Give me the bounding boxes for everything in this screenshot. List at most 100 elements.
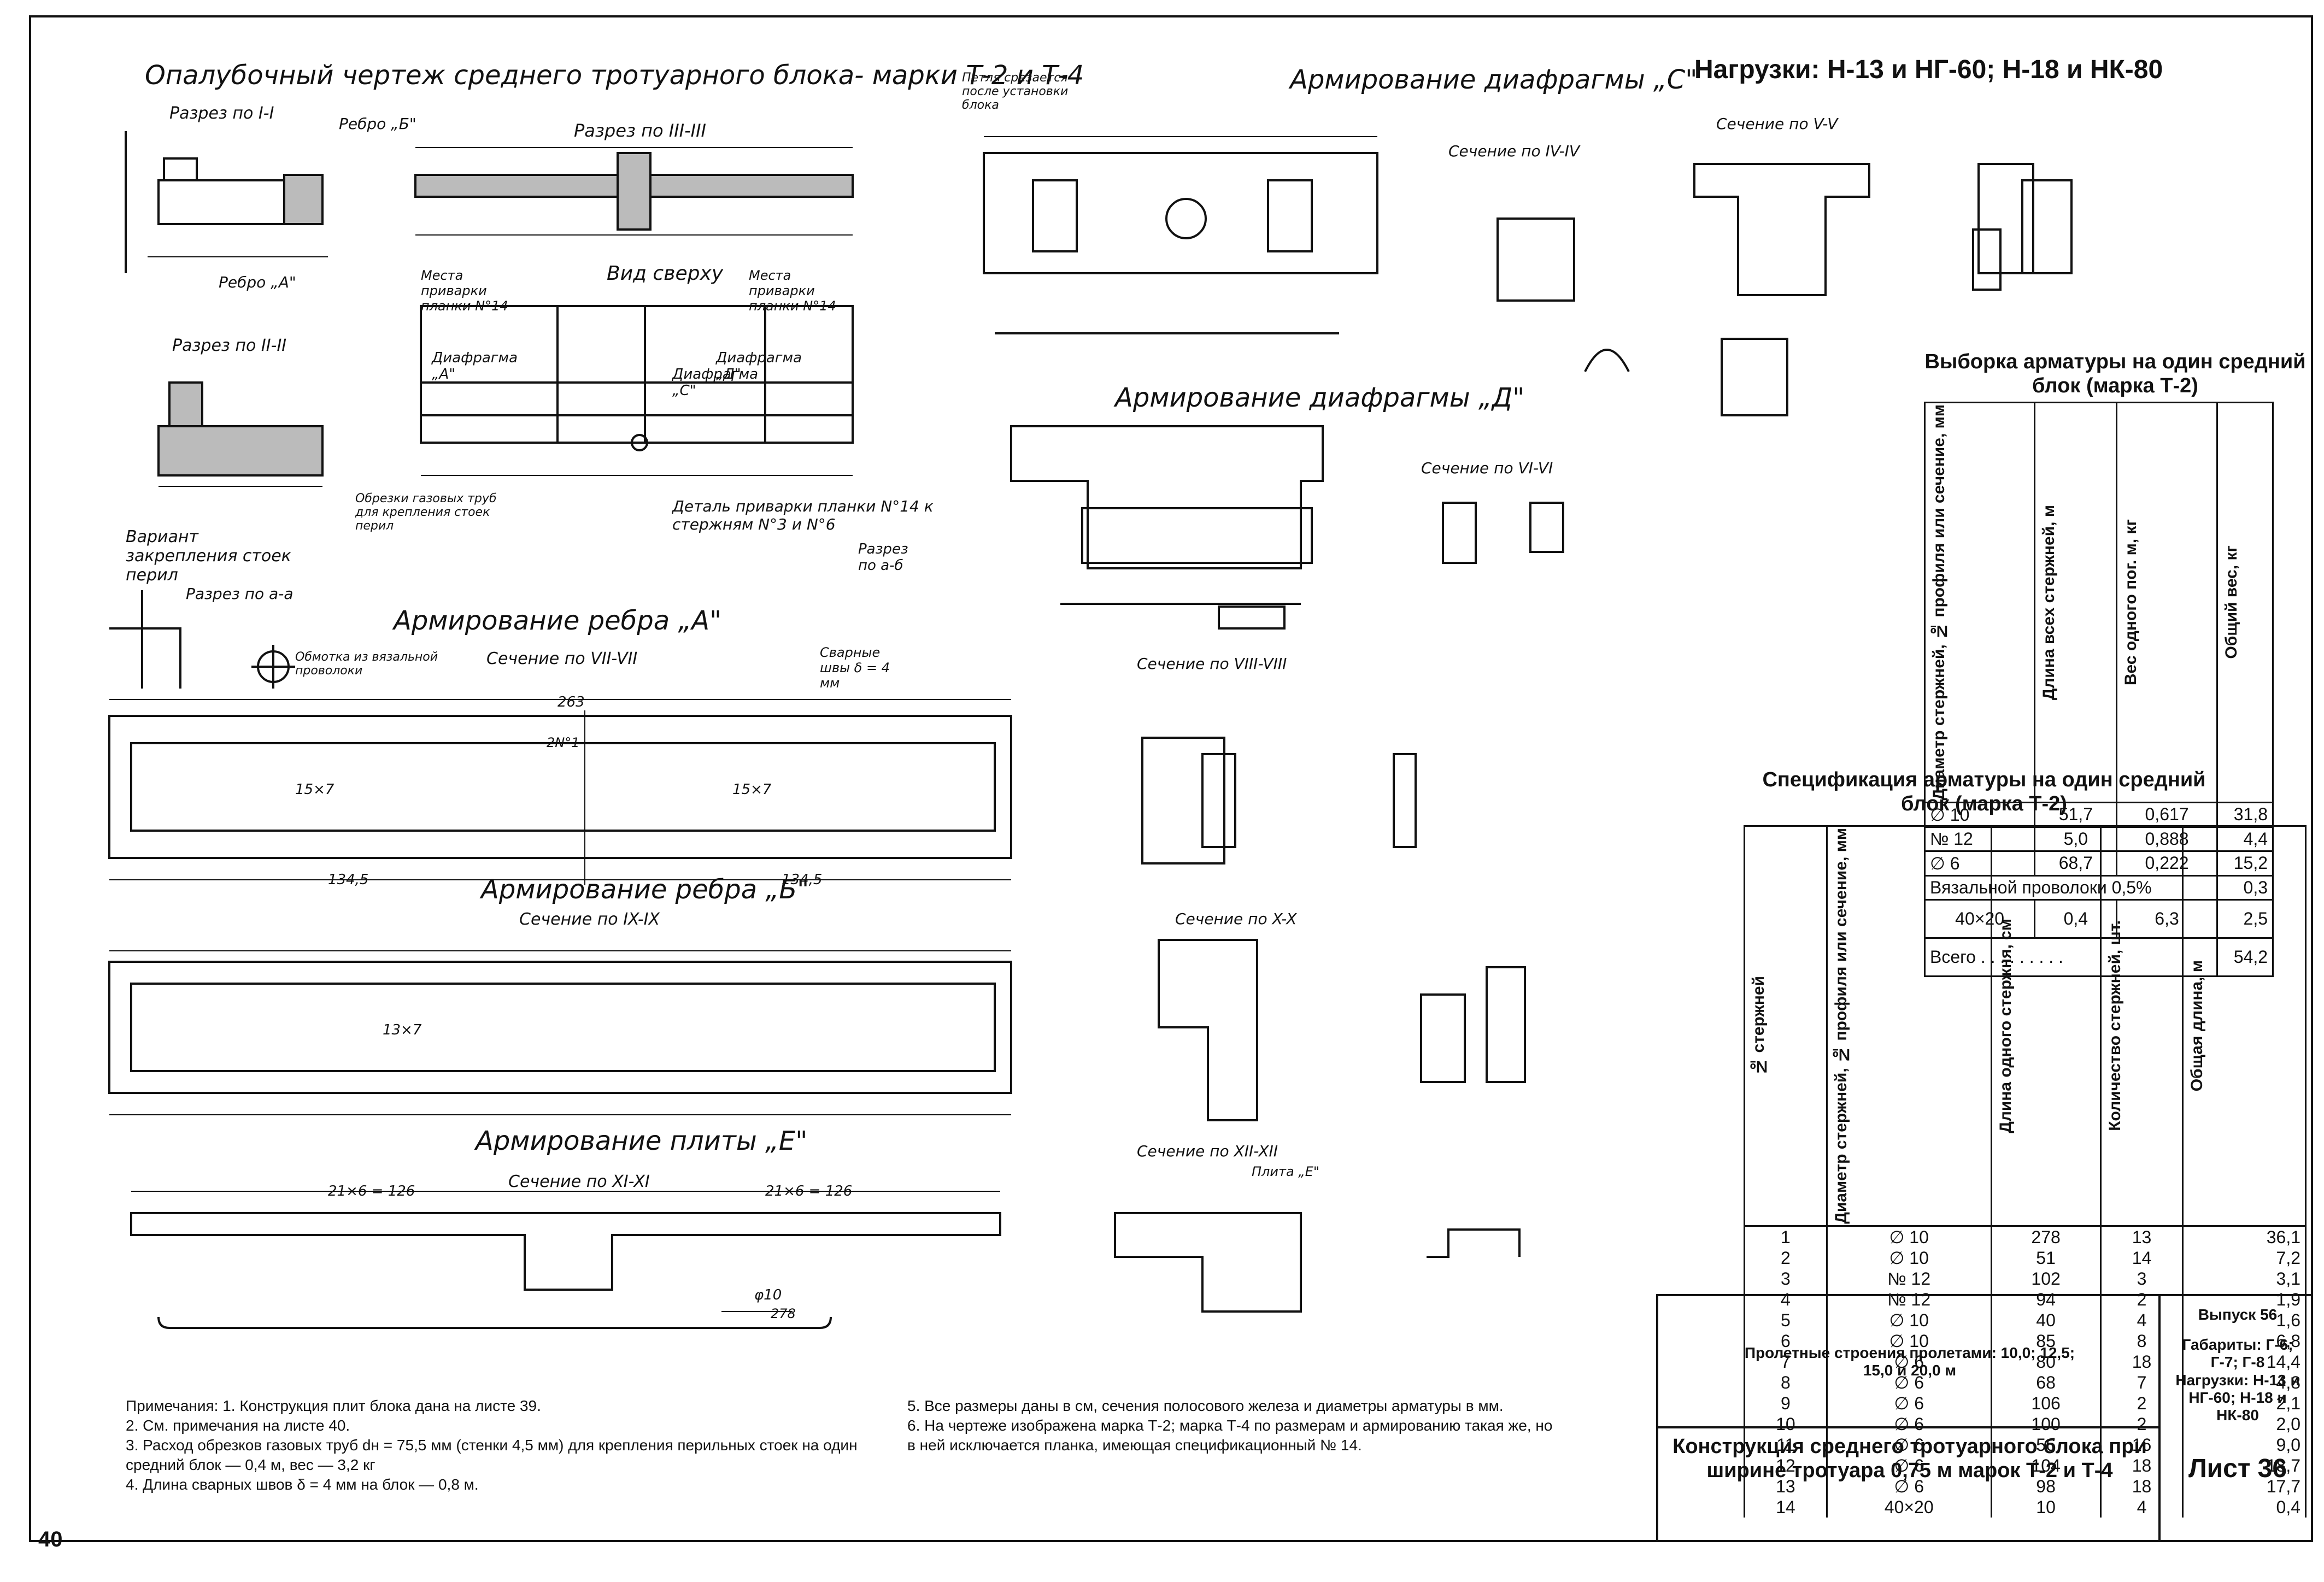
spec-cell: 4 [2099,1496,2184,1518]
section-3-label: Разрез по III-III [574,120,706,141]
variant-drawing [109,590,295,689]
spec-cell: 9 [1744,1392,1828,1414]
bar-1-length: 278 [771,1306,796,1321]
spec-cell: 68 [1990,1372,2102,1393]
formwork-heading: Опалубочный чертеж среднего тротуарного … [145,60,1084,91]
loads-heading: Нагрузки: Н-13 и НГ-60; Н-18 и НК-80 [1694,55,2163,84]
block-name: Конструкция среднего тротуарного блока п… [1672,1435,2147,1482]
spec-cell: 14,4 [2182,1351,2307,1372]
notes-right: 5. Все размеры даны в см, сечения полосо… [907,1396,1563,1455]
note-6: 6. На чертеже изображена марка Т-2; марк… [907,1417,1553,1454]
note-3: 3. Расход обрезков газовых труб dн = 75,… [126,1437,858,1473]
rib-b-label: Ребро „Б" [339,115,416,133]
spec-cell: 3 [1744,1268,1828,1289]
title-block: Пролетные строения пролетами: 10,0; 12,5… [1656,1295,2314,1541]
section-4-drawing [1496,217,1630,372]
spec-cell: 8 [2099,1330,2184,1351]
section-1-drawing [125,131,328,273]
section-5-label: Сечение по V-V [1716,115,1838,133]
spec-cell: 11 [1744,1434,1828,1455]
spec-col-length: Длина одного стержня, см [1990,825,2102,1227]
note-2: 2. См. примечания на листе 40. [126,1417,350,1434]
diaphragm-d-label: Диафрагма „Д" [716,350,802,383]
spans-text: Пролетные строения пролетами: 10,0; 12,5… [1744,1344,2075,1379]
section-2-label: Разрез по II-II [172,336,287,355]
plate-e-heading: Армирование плиты „Е" [476,1126,808,1156]
spec-cell: 2,0 [2182,1413,2307,1434]
section-11-label: Сечение по XI-XI [508,1172,650,1191]
spacing-15x7-left: 15×7 [295,781,334,798]
spec-cell: 9,0 [2182,1434,2307,1455]
spec-cell: 85 [1990,1330,2102,1351]
spec-cell: 18 [2099,1351,2184,1372]
diaphragm-a-label: Диафрагма „А" [432,350,518,383]
bar-1-dia: φ10 [754,1287,782,1303]
diaphragm-d-drawing [1010,425,1324,630]
spacing-15x7-right: 15×7 [732,781,772,798]
spec-cell: 106 [1990,1392,2102,1414]
variant-label: Вариант закрепления стоек перил [126,527,291,585]
spec-col-no: № стержней [1744,825,1828,1227]
spec-cell: № 12 [1826,1268,1992,1289]
spacing-13x7: 13×7 [383,1022,422,1038]
section-10-drawing [1158,939,1526,1121]
spec-cell: 2,1 [2182,1392,2307,1414]
spec-cell: ∅ 6 [1826,1372,1992,1393]
loop-label: Петля срезается после установки блока [962,71,1069,112]
spec-cell: 278 [1990,1226,2102,1248]
spec-cell: 2 [2099,1392,2184,1414]
spec-cell: 0,4 [2182,1496,2307,1518]
spec-col-total: Общая длина, м [2182,825,2307,1227]
note-4: 4. Длина сварных швов δ = 4 мм на блок —… [126,1476,479,1493]
spec-table-title: Спецификация арматуры на один средний бл… [1762,768,2206,815]
spec-cell: 2 [1744,1247,1828,1268]
spec-cell: ∅ 6 [1826,1392,1992,1414]
top-view-label: Вид сверху [607,262,724,285]
spec-cell: 40×20 [1826,1496,1992,1518]
spec-cell: 8 [1744,1372,1828,1393]
spec-cell: 3,1 [2182,1268,2307,1289]
spec-cell: 56 [1990,1434,2102,1455]
spec-cell: 6 [1744,1330,1828,1351]
plate-e-drawing [130,1191,1001,1329]
section-6-drawing [1442,502,1564,564]
sheet-frame [29,15,2313,1542]
spec-table: № стержней Диаметр стержней, № профиля и… [1744,825,2307,1518]
spec-cell: 6,8 [2182,1330,2307,1351]
diaphragm-c-label: Диафрагма „С" [672,366,759,399]
page-number: 40 [38,1527,63,1551]
spec-cell: 51 [1990,1247,2102,1268]
spec-cell: 100 [1990,1413,2102,1434]
diaphragm-c-heading: Армирование диафрагмы „С" [1290,64,1698,95]
spec-cell: 7 [2099,1372,2184,1393]
section-ab-label: Разрез по а-б [858,541,908,574]
selection-table-title: Выборка арматуры на один средний блок (м… [1924,350,2306,397]
diaphragm-c-drawing [983,136,1378,334]
section-12-drawing [1114,1212,1521,1313]
rib-b-heading: Армирование ребра „Б" [481,874,809,905]
spec-cell: ∅ 6 [1826,1434,1992,1455]
spec-cell: 14 [1744,1496,1828,1518]
section-10-label: Сечение по X-X [1175,910,1297,928]
dim-1345-left: 134,5 [328,872,369,888]
section-12-label: Сечение по XII-XII [1137,1142,1278,1160]
section-4-label: Сечение по IV-IV [1448,142,1580,160]
bar-shapes-right [1972,179,2073,291]
spec-cell: 98 [1990,1475,2102,1497]
spec-cell: ∅ 6 [1826,1475,1992,1497]
spec-cell: 7 [1744,1351,1828,1372]
sel-col-diameter: Диаметр стержней, № профиля или сечение,… [1923,402,2036,803]
spec-cell: 104 [1990,1455,2102,1476]
spec-cell: 16 [2099,1434,2184,1455]
spec-cell: 13 [2099,1226,2184,1248]
spec-cell: 10 [1744,1413,1828,1434]
